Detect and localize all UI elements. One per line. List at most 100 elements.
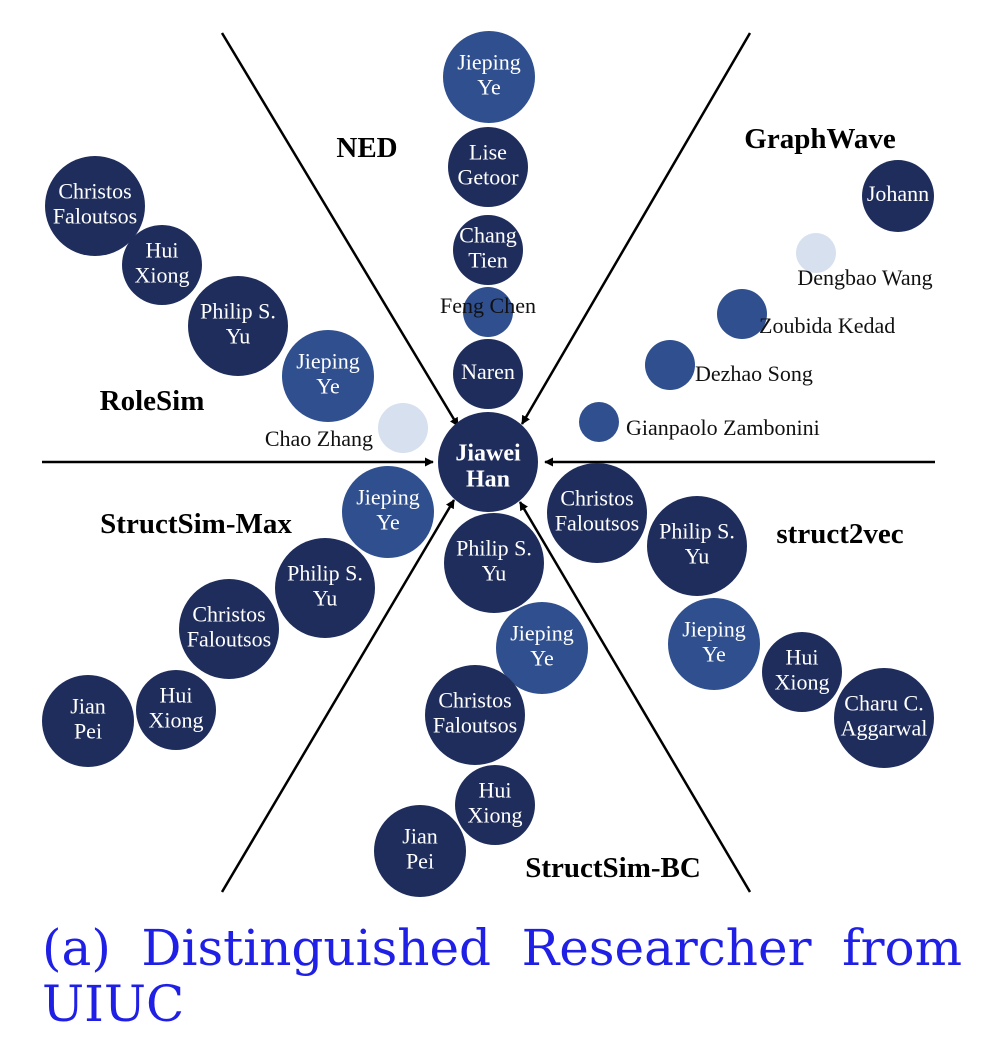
method-label-structsim-bc: StructSim-BC (525, 852, 701, 884)
node-circle (378, 403, 428, 453)
method-label-ned: NED (336, 132, 397, 164)
caption-word-1: (a) (42, 919, 111, 977)
node-label-line: Pei (74, 719, 102, 744)
node-circle (448, 127, 528, 207)
node-label-line: Hui (479, 778, 512, 803)
node-label-line: Yu (685, 544, 709, 569)
method-label-structsim-max: StructSim-Max (100, 508, 292, 540)
node-s2v-5: Charu C.Aggarwal (834, 668, 934, 768)
axis-lower-right (518, 501, 752, 893)
caption-word-3: Researcher (521, 919, 812, 977)
axes (42, 32, 935, 893)
node-gw-4: Dezhao Song (645, 340, 813, 390)
center-node-label-line2: Han (466, 467, 510, 493)
node-circle (762, 632, 842, 712)
node-circle (453, 215, 523, 285)
node-label-line: Pei (406, 849, 434, 874)
node-gw-3: Zoubida Kedad (717, 289, 895, 339)
node-label-line: Charu C. (844, 691, 923, 716)
node-label-line: Christos (58, 179, 131, 204)
center-node-circle (438, 412, 538, 512)
node-label-line: Philip S. (287, 561, 363, 586)
node-circle (282, 330, 374, 422)
node-circle (179, 579, 279, 679)
node-gw-2: Dengbao Wang (796, 233, 933, 290)
node-circle (647, 496, 747, 596)
node-circle (188, 276, 288, 376)
node-label-line: Jieping (356, 485, 420, 510)
node-label-line: Hui (160, 683, 193, 708)
node-label-line: Yu (313, 586, 337, 611)
node-circle (547, 463, 647, 563)
node-label-line: Christos (438, 688, 511, 713)
node-label-line: Jieping (682, 617, 746, 642)
node-label-line: Philip S. (456, 536, 532, 561)
node-label-line: Hui (786, 645, 819, 670)
node-label-line: Yu (226, 324, 250, 349)
node-circle (374, 805, 466, 897)
node-s2v-2: Philip S.Yu (647, 496, 747, 596)
node-label-line: Yu (482, 561, 506, 586)
node-circle (796, 233, 836, 273)
node-rs-5: Chao Zhang (265, 403, 428, 453)
node-sm-2: Philip S.Yu (275, 538, 375, 638)
node-label-line: Faloutsos (187, 627, 271, 652)
node-label-line: Lise (469, 140, 507, 165)
node-circle (463, 287, 513, 337)
axis-upper-left (220, 32, 460, 427)
node-circle (122, 225, 202, 305)
node-circle (862, 160, 934, 232)
similarity-diagram: NED GraphWave RoleSim StructSim-Max stru… (42, 31, 935, 897)
node-label-line: Ye (530, 646, 553, 671)
node-circle (443, 31, 535, 123)
node-circle (425, 665, 525, 765)
method-label-graphwave: GraphWave (744, 123, 896, 155)
node-label-line: Ye (477, 75, 500, 100)
node-circle (444, 513, 544, 613)
caption-word-2: Distinguished (141, 919, 492, 977)
node-label-line: Ye (376, 510, 399, 535)
node-label-line: Johann (867, 181, 929, 206)
node-circle (275, 538, 375, 638)
node-label-line: Jian (70, 694, 105, 719)
axis-upper-right (520, 32, 752, 425)
node-label-line: Christos (560, 486, 633, 511)
node-label-line: Jieping (296, 349, 360, 374)
node-label-line: Faloutsos (555, 511, 639, 536)
node-label-line: Hui (146, 238, 179, 263)
node-label-line: Xiong (468, 803, 523, 828)
node-circle (136, 670, 216, 750)
caption-word-4: from (842, 919, 962, 977)
method-label-rolesim: RoleSim (100, 385, 205, 417)
node-circle (717, 289, 767, 339)
node-bc-1: Philip S.Yu (444, 513, 544, 613)
node-label-line: Feng Chen (440, 293, 536, 318)
node-circle (42, 675, 134, 767)
method-labels: NED GraphWave RoleSim StructSim-Max stru… (100, 123, 904, 884)
node-ned-5: Naren (453, 339, 523, 409)
center-node-label-line1: Jiawei (455, 441, 521, 467)
node-gw-1: Johann (862, 160, 934, 232)
node-circle (453, 339, 523, 409)
node-rs-3: Philip S.Yu (188, 276, 288, 376)
node-label-line: Jieping (457, 50, 521, 75)
node-label-line: Xiong (135, 263, 190, 288)
node-label-line: Xiong (149, 708, 204, 733)
node-circle (834, 668, 934, 768)
node-circle (496, 602, 588, 694)
node-label-line: Dengbao Wang (797, 265, 932, 290)
